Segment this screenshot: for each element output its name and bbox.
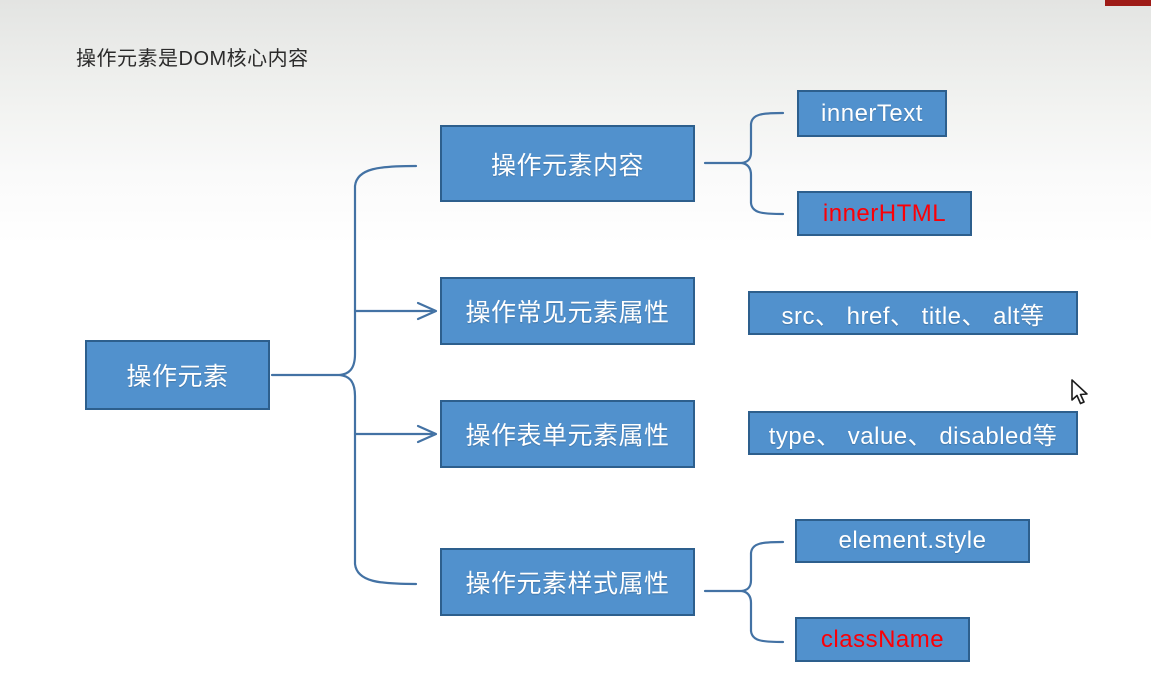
node-root[interactable]: 操作元素 (85, 340, 270, 410)
content-brace (740, 111, 785, 216)
node-element-style[interactable]: element.style (795, 519, 1030, 563)
node-operate-common-attributes[interactable]: 操作常见元素属性 (440, 277, 695, 345)
node-common-attribute-list[interactable]: src、 href、 title、 alt等 (748, 291, 1078, 335)
style-brace (740, 540, 785, 644)
node-classname[interactable]: className (795, 617, 970, 662)
node-innerhtml[interactable]: innerHTML (797, 191, 972, 236)
page-title: 操作元素是DOM核心内容 (76, 48, 309, 70)
arrow-head-common (416, 301, 438, 321)
node-operate-style-attributes[interactable]: 操作元素样式属性 (440, 548, 695, 616)
node-operate-element-content[interactable]: 操作元素内容 (440, 125, 695, 202)
node-form-attribute-list[interactable]: type、 value、 disabled等 (748, 411, 1078, 455)
node-operate-form-attributes[interactable]: 操作表单元素属性 (440, 400, 695, 468)
top-accent-bar (1105, 0, 1151, 6)
node-innertext[interactable]: innerText (797, 90, 947, 137)
mouse-pointer-icon (1071, 379, 1088, 405)
main-brace (338, 164, 418, 586)
arrow-head-form (416, 424, 438, 444)
